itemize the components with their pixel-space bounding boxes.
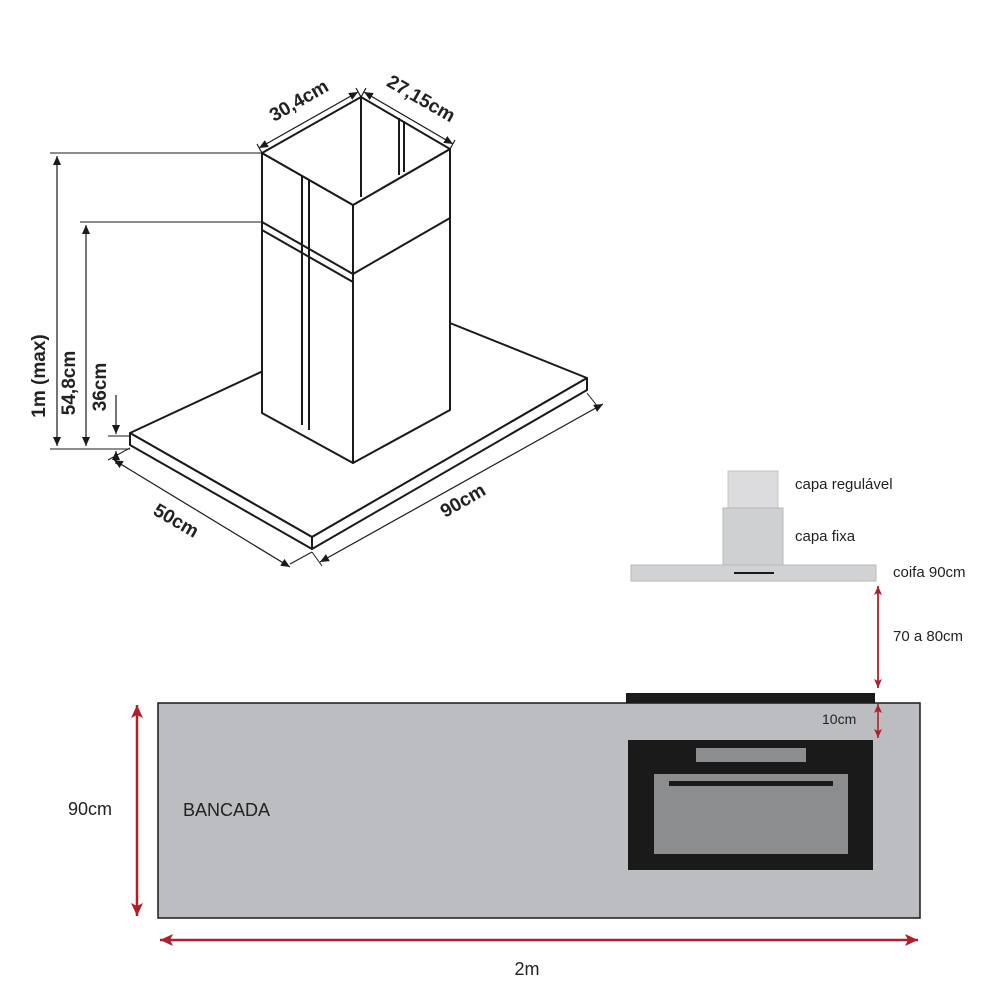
adjustable-cover bbox=[727, 470, 779, 509]
label-hood: coifa 90cm bbox=[893, 564, 966, 581]
label-width: 90cm bbox=[437, 480, 490, 522]
label-height-base: 36cm bbox=[90, 363, 111, 412]
label-counter-height: 90cm bbox=[68, 799, 112, 819]
built-in-oven bbox=[628, 740, 873, 870]
dim-vertical-heights: 1m (max) 54,8cm 36cm bbox=[29, 152, 262, 464]
label-depth: 50cm bbox=[149, 500, 202, 542]
counter-section: 10cm BANCADA 90cm 2m bbox=[68, 693, 921, 979]
label-counter-length: 2m bbox=[514, 959, 539, 979]
side-view-hood: capa regulável capa fixa coifa 90cm 70 a… bbox=[630, 470, 966, 688]
isometric-hood: 30,4cm 27,15cm 1m (max) 54,8cm 36cm bbox=[29, 71, 604, 568]
label-cooktop-gap: 10cm bbox=[822, 711, 856, 727]
fixed-cover bbox=[722, 507, 784, 566]
label-hood-distance: 70 a 80cm bbox=[893, 628, 963, 645]
label-height-mid: 54,8cm bbox=[59, 351, 80, 415]
label-fixed-cover: capa fixa bbox=[795, 528, 856, 545]
label-adjustable-cover: capa regulável bbox=[795, 476, 893, 493]
label-counter: BANCADA bbox=[183, 800, 270, 820]
hood-chimney bbox=[261, 96, 451, 464]
cooktop bbox=[626, 693, 875, 703]
label-max-height: 1m (max) bbox=[29, 334, 50, 417]
